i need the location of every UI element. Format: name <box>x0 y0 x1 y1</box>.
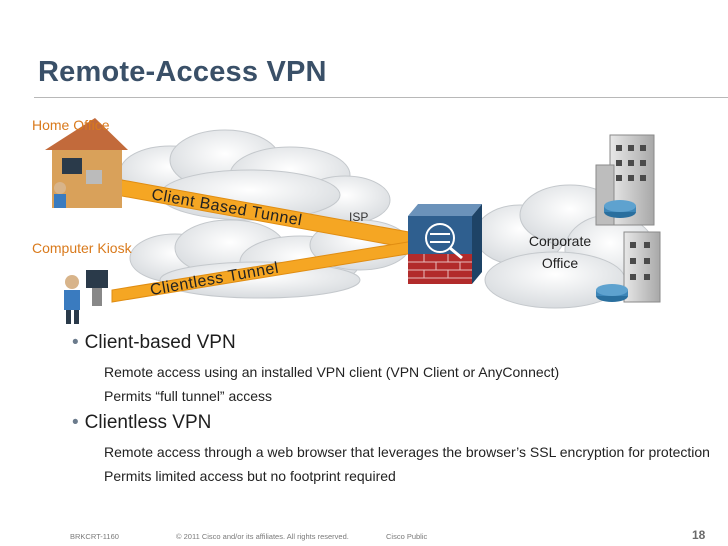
footer-classification: Cisco Public <box>386 532 428 541</box>
bullet-clientless: •Clientless VPN <box>72 412 712 434</box>
home-office-label: Home Office <box>32 117 110 133</box>
computer-kiosk-label: Computer Kiosk <box>32 240 132 256</box>
home-office-icon <box>45 118 128 208</box>
corporate-office-label: Corporate Office <box>516 230 604 274</box>
bullet-list: •Client-based VPN Remote access using an… <box>72 332 712 492</box>
bullet-heading: Client-based VPN <box>84 332 236 353</box>
bullet-dot: • <box>72 412 79 433</box>
bullet-heading: Clientless VPN <box>84 412 212 433</box>
corporate-label-line2: Office <box>541 255 579 271</box>
sub-bullet: Permits limited access but no footprint … <box>104 468 396 484</box>
sub-bullet: Permits “full tunnel” access <box>104 388 273 404</box>
page-number: 18 <box>692 528 706 542</box>
router-icon-upper <box>604 200 636 218</box>
router-icon-lower <box>596 284 628 302</box>
title-divider <box>34 97 728 98</box>
network-diagram <box>45 118 661 324</box>
footer-session-code: BRKCRT-1160 <box>70 532 119 541</box>
corporate-label-line1: Corporate <box>528 233 592 249</box>
footer-copyright: © 2011 Cisco and/or its affiliates. All … <box>176 532 349 541</box>
sub-bullet: Remote access using an installed VPN cli… <box>104 364 560 380</box>
slide-title: Remote-Access VPN <box>38 56 327 88</box>
bullet-client-based: •Client-based VPN <box>72 332 712 354</box>
sub-bullet: Remote access through a web browser that… <box>104 444 710 460</box>
bullet-dot: • <box>72 332 79 353</box>
computer-kiosk-icon <box>64 270 108 324</box>
vpn-firewall-device <box>408 204 482 284</box>
isp-label: ISP <box>349 210 369 224</box>
